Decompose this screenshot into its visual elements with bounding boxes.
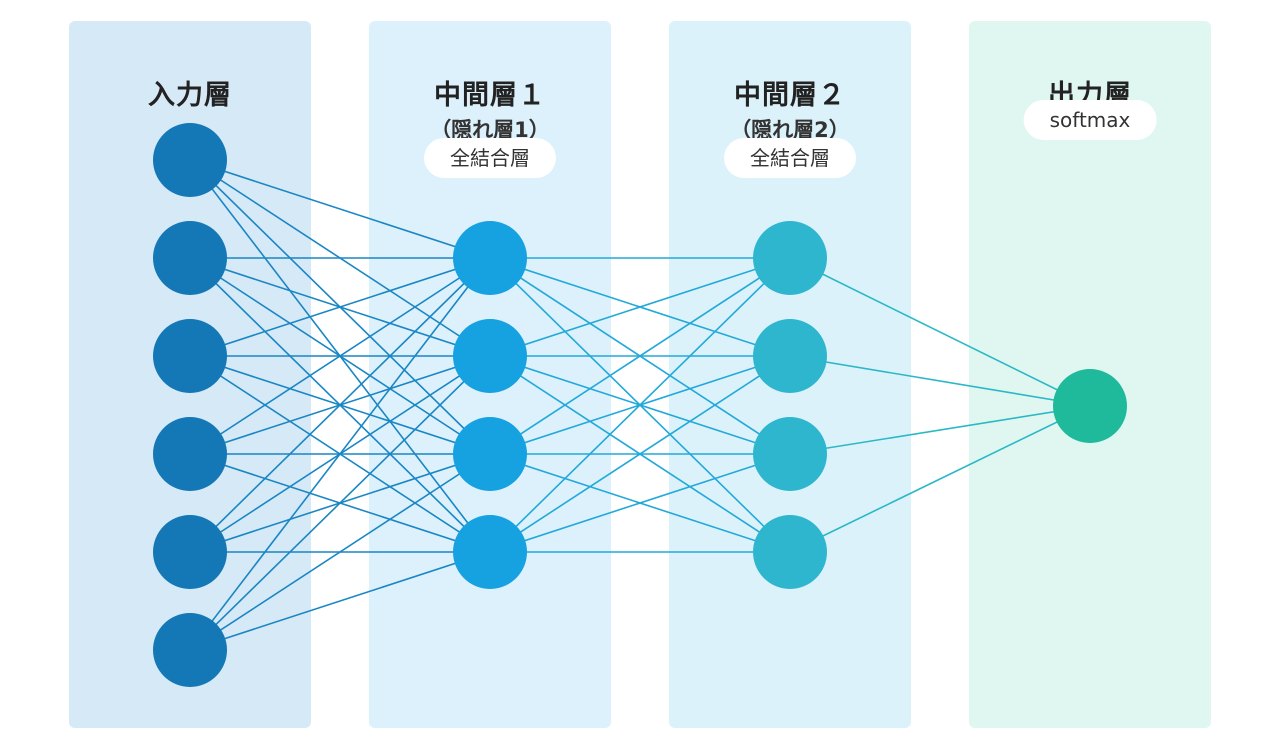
edge-hidden1-4-to-hidden2-3: [489, 453, 791, 553]
edge-hidden2-1-to-output-1: [789, 257, 1091, 407]
edges: [189, 159, 1091, 651]
edge-input-6-to-hidden1-1: [189, 257, 491, 651]
input-node-5: [153, 515, 227, 589]
hidden2-node-4: [753, 515, 827, 589]
hidden2-node-1: [753, 221, 827, 295]
input-node-6: [153, 613, 227, 687]
edge-hidden2-2-to-output-1: [789, 355, 1091, 407]
edge-hidden1-4-to-hidden2-1: [489, 257, 791, 553]
edge-hidden1-2-to-hidden2-1: [489, 257, 791, 357]
output-node-1: [1053, 369, 1127, 443]
hidden-layer-2-panel: 中間層２ （隠れ層2） 全結合層: [669, 21, 911, 728]
edge-input-3-to-hidden1-1: [189, 257, 491, 357]
edge-input-1-to-hidden1-1: [189, 159, 491, 259]
hidden-layer-2-title: 中間層２: [734, 80, 846, 111]
hidden1-node-1: [453, 221, 527, 295]
hidden1-node-4: [453, 515, 527, 589]
hidden1-node-3: [453, 417, 527, 491]
hidden-layer-1-title: 中間層１: [434, 80, 546, 111]
edge-input-4-to-hidden1-1: [189, 257, 491, 455]
edge-input-6-to-hidden1-3: [189, 453, 491, 651]
edge-hidden2-4-to-output-1: [789, 405, 1091, 553]
nodes: [153, 123, 1127, 687]
edge-input-6-to-hidden1-4: [189, 551, 491, 651]
edge-input-6-to-hidden1-2: [189, 355, 491, 651]
input-layer-title: 入力層: [148, 80, 232, 111]
input-node-2: [153, 221, 227, 295]
hidden2-node-3: [753, 417, 827, 491]
edge-input-5-to-hidden1-1: [189, 257, 491, 553]
edge-hidden1-3-to-hidden2-1: [489, 257, 791, 455]
hidden-layer-2-badge: 全結合層: [724, 138, 856, 178]
edge-hidden1-4-to-hidden2-2: [489, 355, 791, 553]
input-node-4: [153, 417, 227, 491]
input-node-3: [153, 319, 227, 393]
hidden2-node-2: [753, 319, 827, 393]
edge-hidden2-3-to-output-1: [789, 405, 1091, 455]
input-node-1: [153, 123, 227, 197]
output-layer-badge: softmax: [1023, 100, 1157, 140]
hidden-layer-1-badge: 全結合層: [424, 138, 556, 178]
hidden1-node-2: [453, 319, 527, 393]
